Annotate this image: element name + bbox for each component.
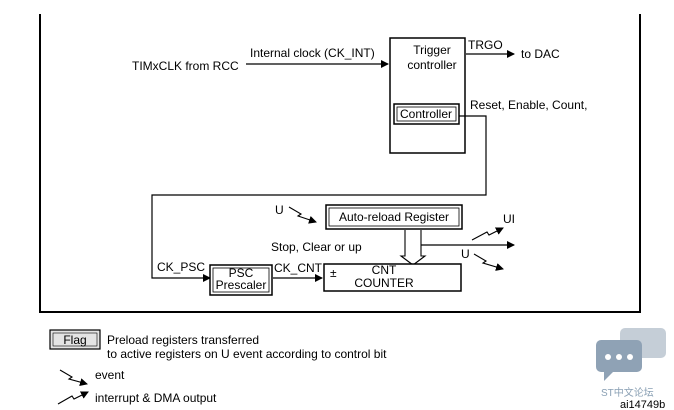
flag-legend-inner [52,332,98,347]
auto-reload-register-inner [328,207,460,227]
event-legend-label: event [95,368,125,382]
plus-minus-label: ± [330,266,337,280]
event-legend-icon [59,369,88,386]
controller-label-line2: controller [407,58,456,72]
u-out-label: U [461,247,470,261]
figure-id: ai14749b [620,399,665,410]
interrupt-legend-icon [57,391,89,405]
controller-box-inner [396,106,457,122]
cnt-label: CNT [372,263,397,277]
ui-label: UI [503,212,515,226]
u-event-label: U [275,203,284,217]
psc-prescaler-inner [212,267,270,293]
ck-psc-label: CK_PSC [157,260,205,274]
reset-enable-count-label: Reset, Enable, Count, [470,98,587,112]
trgo-label: TRGO [468,38,503,52]
to-dac-label: to DAC [521,47,560,61]
flag-desc-line2: to active registers on U event according… [107,347,387,361]
auto-reload-label: Auto-reload Register [339,210,449,224]
diagram-frame [39,14,641,313]
flag-label: Flag [63,333,86,347]
timxclk-label: TIMxCLK from RCC [132,59,239,73]
internal-clock-label: Internal clock (CK_INT) [250,46,375,60]
ck-cnt-label: CK_CNT [274,261,323,275]
controller-label: Controller [400,107,452,121]
flag-desc-line1: Preload registers transferred [107,333,259,347]
cnt-counter-block [323,263,462,292]
interrupt-legend-label: interrupt & DMA output [95,391,217,405]
u-event-arrow-in [288,206,317,224]
trigger-controller-block [389,37,466,154]
prescaler-label: Prescaler [216,278,267,292]
preload-transfer-arrow [399,230,427,266]
u-event-arrow-out [473,253,504,271]
stop-clear-up-label: Stop, Clear or up [271,240,362,254]
trigger-label: Trigger [413,43,451,57]
control-path [151,115,487,282]
ui-interrupt-arrow [471,227,504,241]
counter-label: COUNTER [354,276,414,290]
chat-bubble-icon [596,328,666,381]
watermark-brand: ST中文论坛 [601,386,654,399]
psc-label: PSC [229,266,254,280]
